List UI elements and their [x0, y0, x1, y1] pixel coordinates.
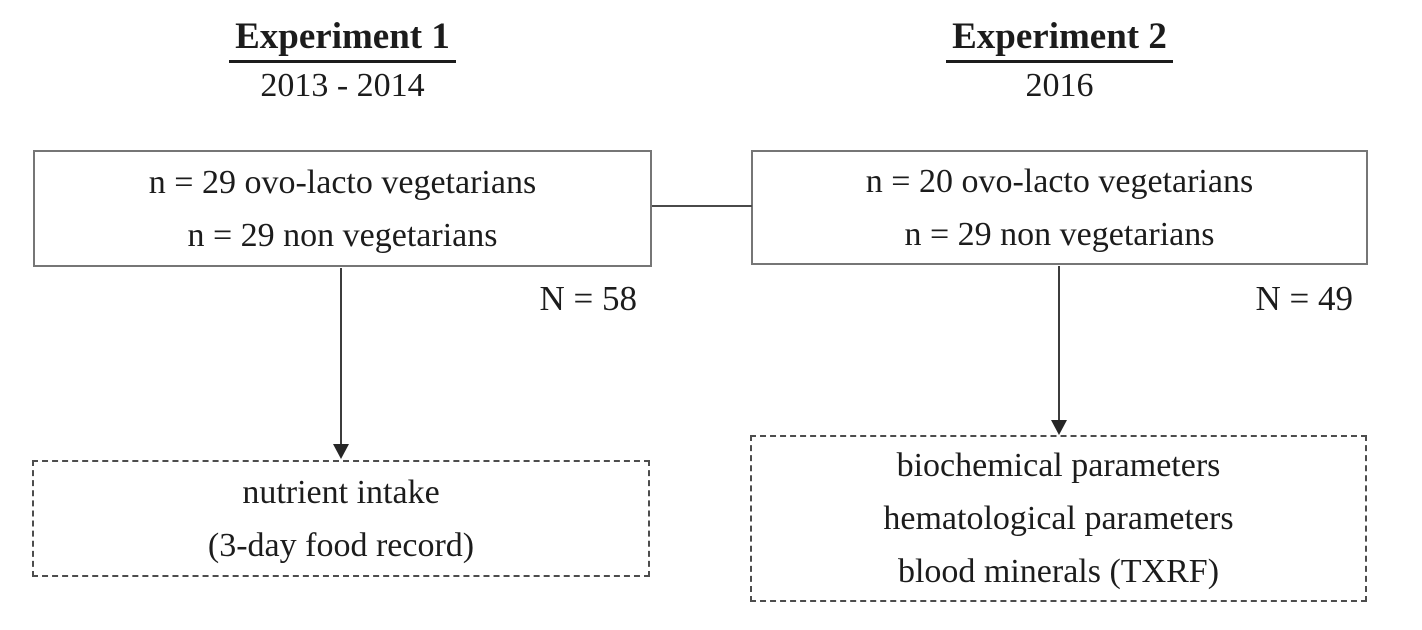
experiment2-period: 2016: [1025, 66, 1094, 104]
experiment2-title: Experiment 2: [946, 16, 1173, 63]
experiment2-header: Experiment 2 2016: [751, 16, 1368, 107]
experiment2-cohort-line2: n = 29 non vegetarians: [904, 215, 1215, 253]
experiment2-cohort-box: n = 20 ovo-lacto vegetarians n = 29 non …: [751, 150, 1368, 265]
experiment1-cohort-line2: n = 29 non vegetarians: [187, 216, 498, 254]
experiment2-outcome-line1: biochemical parameters: [896, 447, 1221, 484]
experiment1-outcome-line2: (3-day food record): [207, 526, 475, 564]
experiment1-outcome-line1: nutrient intake: [242, 473, 440, 511]
experiment2-outcome-line2: hematological parameters: [883, 500, 1234, 537]
experiment1-cohort-line1: n = 29 ovo-lacto vegetarians: [148, 163, 537, 201]
experiment1-cohort-box: n = 29 ovo-lacto vegetarians n = 29 non …: [33, 150, 652, 267]
experiment1-header: Experiment 1 2013 - 2014: [33, 16, 652, 107]
experiment2-cohort-line1: n = 20 ovo-lacto vegetarians: [865, 162, 1254, 200]
experiment2-outcome-line3: blood minerals (TXRF): [897, 553, 1220, 590]
experiment2-outcome-box: biochemical parameters hematological par…: [750, 435, 1367, 602]
experiment1-total: N = 58: [539, 279, 637, 318]
cohort-boxes-connector-line: [652, 205, 752, 207]
experiment2-arrow-line: [1058, 266, 1060, 422]
experiment1-period: 2013 - 2014: [260, 66, 425, 104]
experiment1-outcome-box: nutrient intake (3-day food record): [32, 460, 650, 577]
experiment1-arrow-line: [340, 268, 342, 446]
experiment1-title: Experiment 1: [229, 16, 456, 63]
experiment2-total: N = 49: [1255, 279, 1353, 318]
experiment2-arrowhead-icon: [1051, 420, 1067, 435]
experiment1-arrowhead-icon: [333, 444, 349, 459]
